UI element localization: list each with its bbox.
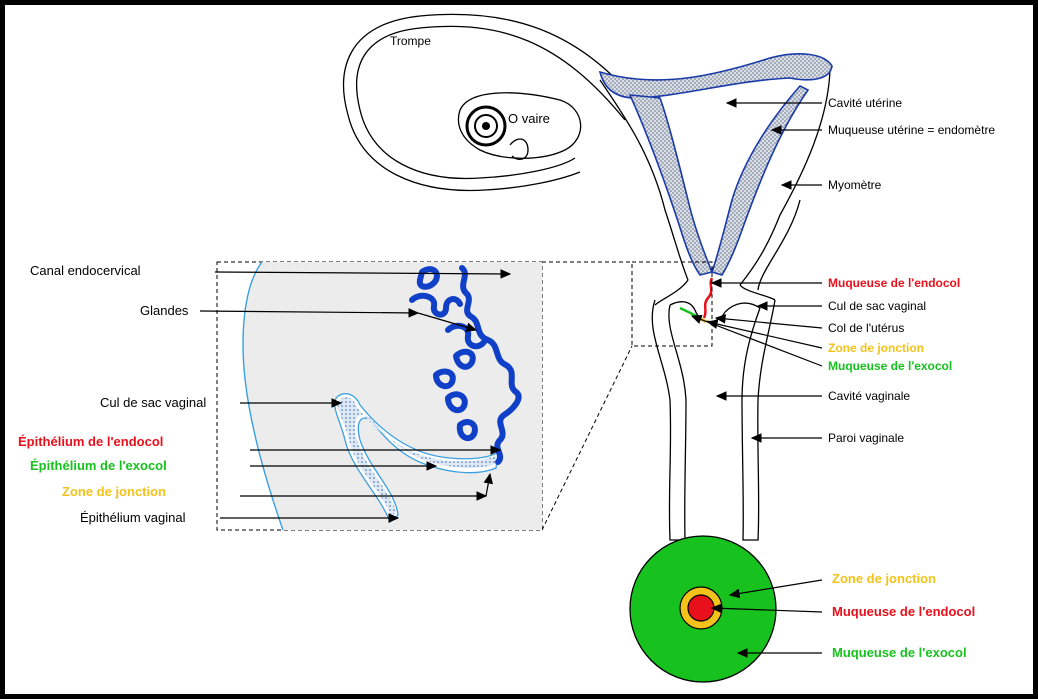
label-epithelium-endocol: Épithélium de l'endocol bbox=[18, 435, 163, 449]
label-epithelium-vaginal: Épithélium vaginal bbox=[80, 511, 186, 525]
vagina-outline bbox=[652, 300, 775, 540]
label-epithelium-exocol: Épithélium de l'exocol bbox=[30, 459, 167, 473]
label-cul-de-sac: Cul de sac vaginal bbox=[828, 299, 926, 313]
label-cavite-uterine: Cavité utérine bbox=[828, 96, 902, 110]
zoom-line-bottom bbox=[542, 346, 632, 530]
label-glandes: Glandes bbox=[140, 304, 188, 318]
label-muqueuse-uterine: Muqueuse utérine = endomètre bbox=[828, 123, 995, 137]
label-cavite-vaginale: Cavité vaginale bbox=[828, 389, 910, 403]
label-col-uterus: Col de l'utérus bbox=[828, 321, 904, 335]
label-circle-zone-jonction: Zone de jonction bbox=[832, 572, 936, 586]
ovary-shape bbox=[458, 93, 580, 160]
endometrium-right bbox=[712, 86, 808, 275]
label-zone-jonction: Zone de jonction bbox=[828, 341, 924, 355]
endocol-mucosa-line bbox=[704, 278, 712, 318]
label-muqueuse-endocol: Muqueuse de l'endocol bbox=[828, 276, 960, 290]
detail-gray-area bbox=[243, 262, 542, 530]
endometrium-left bbox=[630, 95, 712, 275]
label-trompe: Trompe bbox=[390, 34, 431, 48]
label-myometre: Myomètre bbox=[828, 178, 881, 192]
label-paroi-vaginale: Paroi vaginale bbox=[828, 431, 904, 445]
label-cul-de-sac-detail: Cul de sac vaginal bbox=[100, 396, 206, 410]
label-muqueuse-exocol: Muqueuse de l'exocol bbox=[828, 359, 952, 373]
endocol-core bbox=[688, 595, 714, 621]
label-ovaire: O vaire bbox=[508, 112, 550, 126]
label-circle-exocol: Muqueuse de l'exocol bbox=[832, 646, 967, 660]
label-canal-endocervical: Canal endocervical bbox=[30, 264, 141, 278]
label-circle-endocol: Muqueuse de l'endocol bbox=[832, 605, 975, 619]
label-zone-jonction-detail: Zone de jonction bbox=[62, 485, 166, 499]
